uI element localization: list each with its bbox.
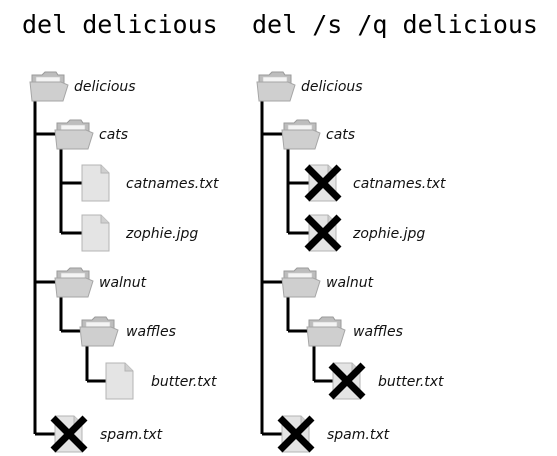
node-label: delicious — [74, 79, 136, 95]
tree-node-folder: delicious — [29, 71, 136, 102]
tree-panel-left: delicious cats catnames.txt zophie.jpg walnu… — [29, 71, 219, 453]
node-label: walnut — [99, 275, 147, 291]
node-label: cats — [326, 127, 355, 143]
left-title: del delicious — [22, 10, 218, 39]
deleted-cross-icon — [304, 164, 342, 202]
node-label: catnames.txt — [353, 176, 446, 192]
folder-icon — [29, 71, 69, 102]
tree-node-folder: cats — [54, 119, 128, 150]
tree-panel-right: delicious cats catnames.txt zophie.jpg walnu… — [256, 71, 446, 453]
folder-icon — [306, 316, 346, 347]
deleted-cross-icon — [50, 415, 88, 453]
right-title: del /s /q delicious — [252, 10, 538, 39]
tree-node-folder: waffles — [79, 316, 176, 347]
tree-node-file: spam.txt — [277, 415, 390, 453]
node-label: butter.txt — [378, 374, 444, 390]
tree-node-file: butter.txt — [105, 362, 217, 400]
node-label: waffles — [126, 324, 176, 340]
tree-node-folder: walnut — [54, 267, 147, 298]
node-label: butter.txt — [151, 374, 217, 390]
node-label: catnames.txt — [126, 176, 219, 192]
file-icon — [81, 214, 110, 252]
tree-node-file: zophie.jpg — [81, 214, 198, 252]
folder-icon — [281, 119, 321, 150]
tree-node-file: spam.txt — [50, 415, 163, 453]
folder-icon — [79, 316, 119, 347]
deleted-cross-icon — [277, 415, 315, 453]
node-label: spam.txt — [327, 427, 390, 443]
node-label: spam.txt — [100, 427, 163, 443]
folder-icon — [54, 119, 94, 150]
folder-icon — [54, 267, 94, 298]
file-icon — [105, 362, 134, 400]
deleted-cross-icon — [304, 214, 342, 252]
node-label: zophie.jpg — [125, 226, 198, 242]
tree-node-file: zophie.jpg — [304, 214, 425, 252]
node-label: cats — [99, 127, 128, 143]
node-label: walnut — [326, 275, 374, 291]
file-icon — [81, 164, 110, 202]
deleted-cross-icon — [328, 362, 366, 400]
tree-node-folder: delicious — [256, 71, 363, 102]
tree-node-folder: walnut — [281, 267, 374, 298]
node-label: waffles — [353, 324, 403, 340]
node-label: zophie.jpg — [352, 226, 425, 242]
folder-icon — [281, 267, 321, 298]
folder-icon — [256, 71, 296, 102]
tree-node-folder: waffles — [306, 316, 403, 347]
tree-node-file: catnames.txt — [81, 164, 219, 202]
tree-node-file: butter.txt — [328, 362, 444, 400]
tree-node-folder: cats — [281, 119, 355, 150]
node-label: delicious — [301, 79, 363, 95]
tree-node-file: catnames.txt — [304, 164, 446, 202]
